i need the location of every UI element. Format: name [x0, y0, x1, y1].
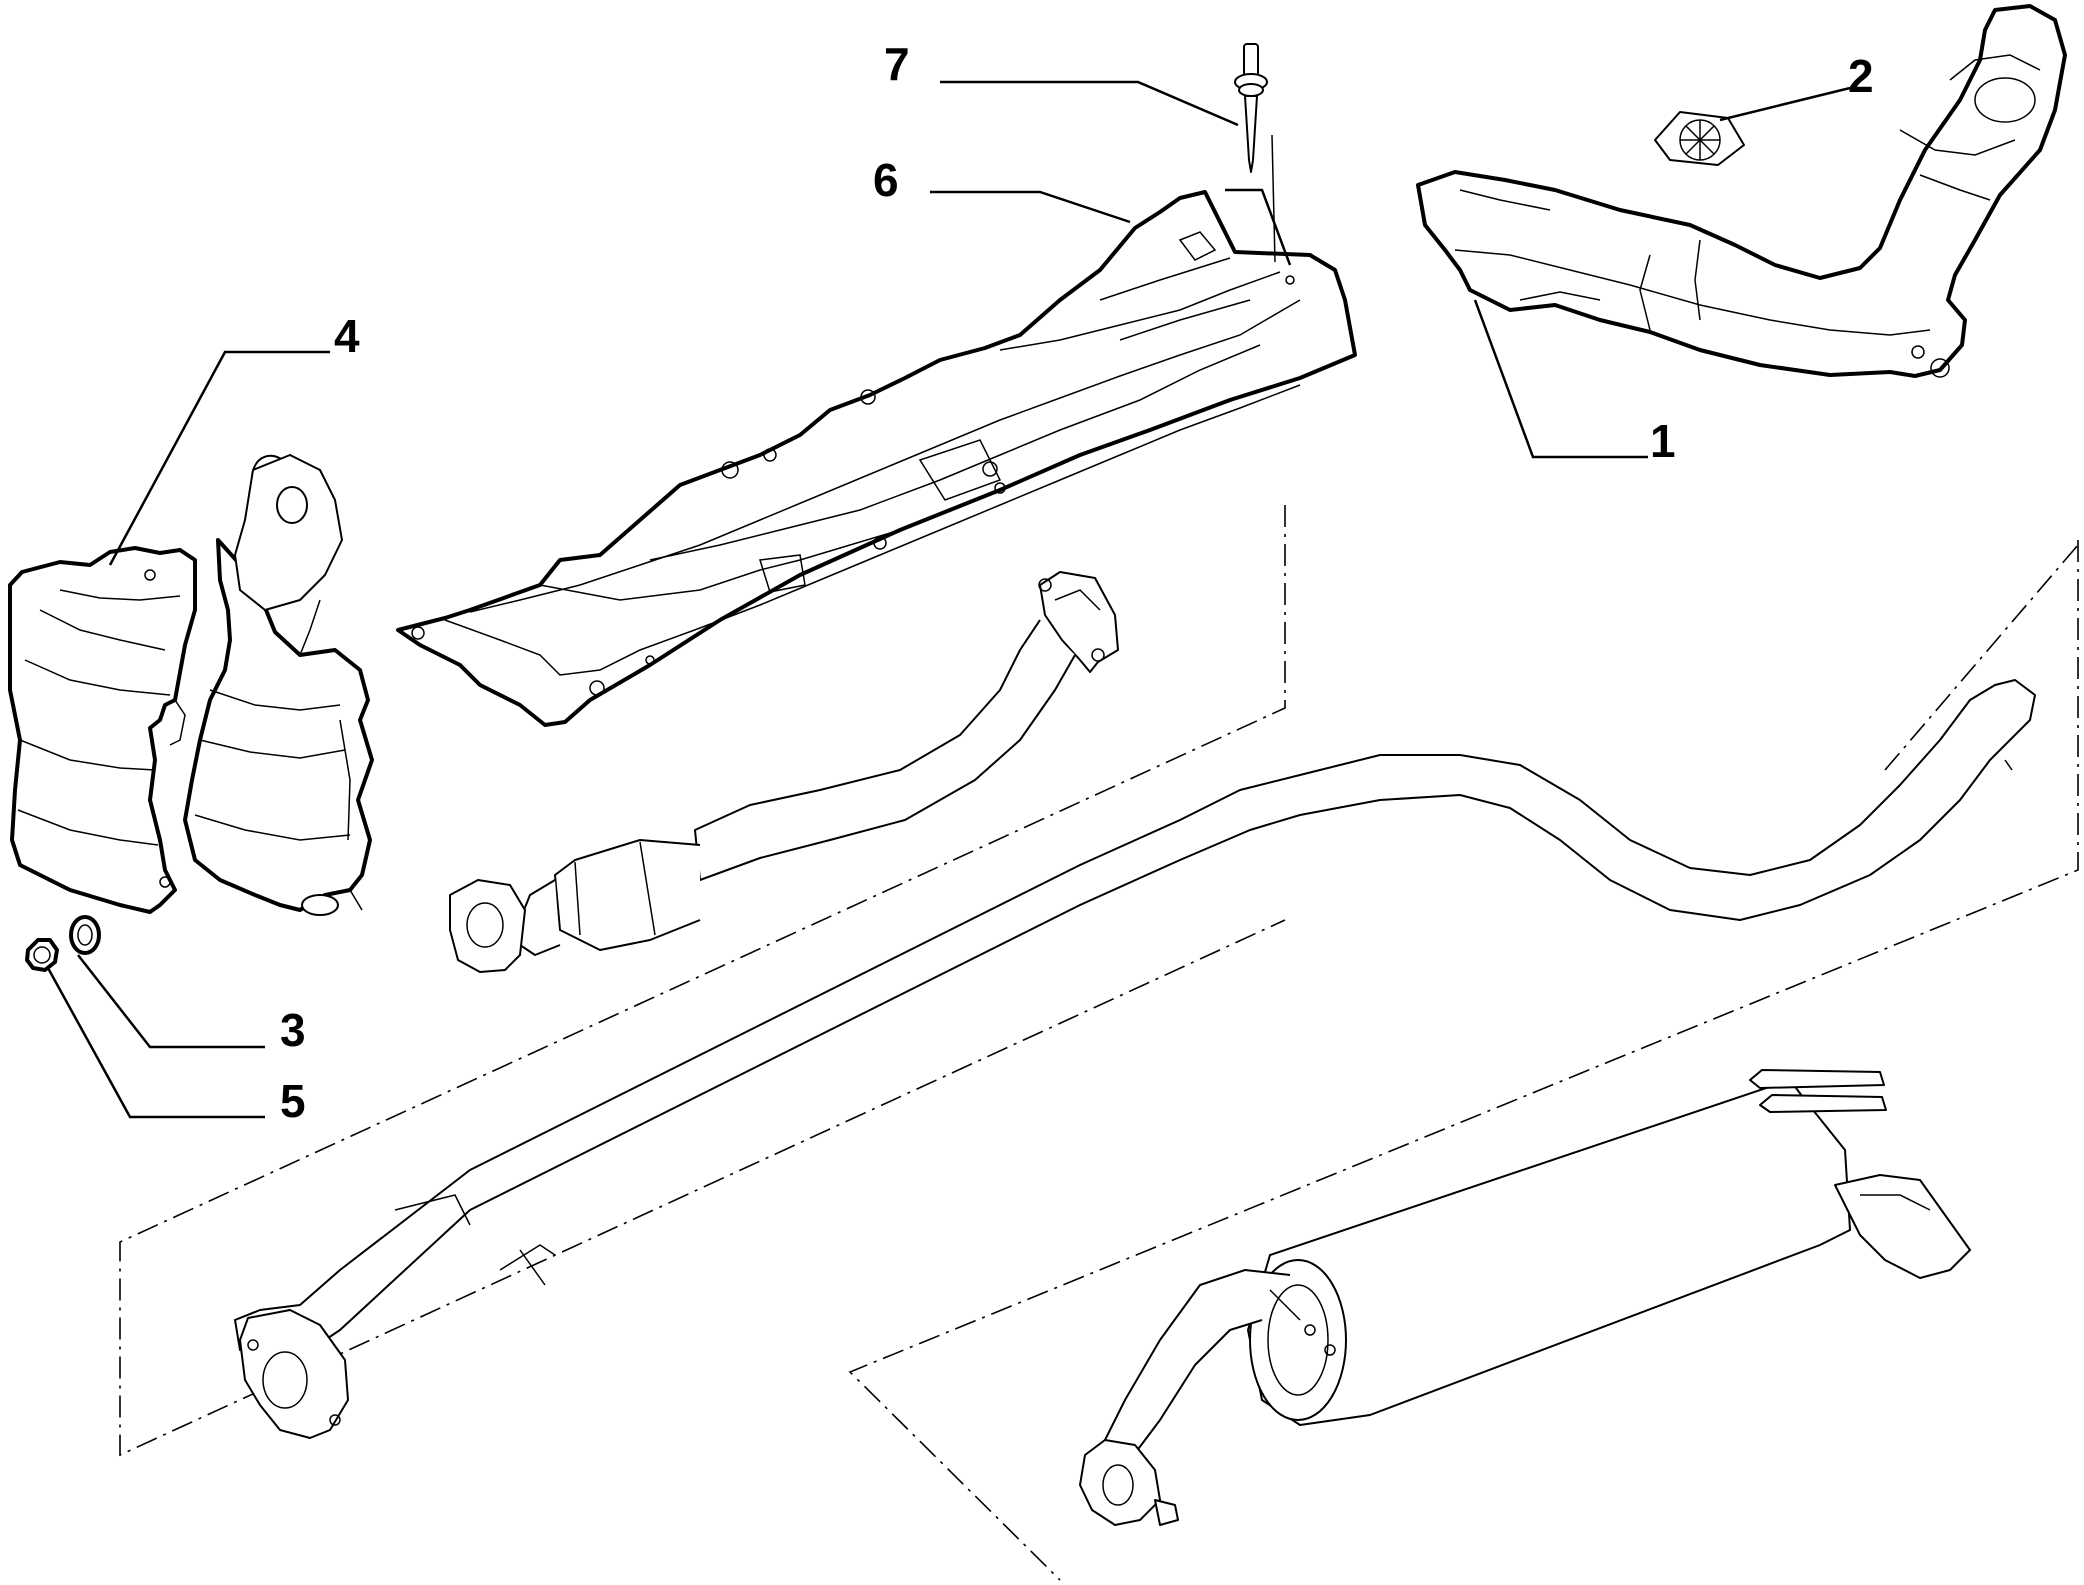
leader-line-6	[930, 190, 1131, 224]
nut-and-washer	[25, 915, 101, 972]
front-exhaust-pipe	[449, 571, 1119, 973]
callout-6: 6	[873, 154, 899, 206]
leader-line-3	[77, 954, 265, 1049]
shield-fastener-pin	[1234, 43, 1276, 263]
catalyst-heat-shield	[8, 546, 197, 914]
leader-line-2	[1719, 86, 1851, 122]
leader-line-7b	[1225, 188, 1292, 266]
callout-4: 4	[334, 310, 360, 362]
group-boundary-lines	[119, 505, 2079, 1581]
catalytic-converter	[183, 454, 374, 916]
callout-3: 3	[280, 1004, 306, 1056]
manifold-heat-shield	[1416, 4, 2067, 378]
callout-7: 7	[884, 38, 910, 90]
callout-labels: 1 2 3 4 5 6 7	[280, 38, 1874, 1127]
leader-lines	[46, 80, 1851, 1119]
leader-line-1	[1473, 299, 1648, 459]
callout-1: 1	[1650, 415, 1676, 467]
leader-line-7	[940, 80, 1239, 127]
callout-5: 5	[280, 1075, 306, 1127]
grommet-clip	[1654, 111, 1745, 166]
leader-line-5	[46, 967, 265, 1119]
leader-line-4	[108, 350, 330, 566]
intermediate-pipe	[234, 679, 2036, 1439]
rear-muffler	[1079, 1069, 1971, 1526]
callout-2: 2	[1848, 50, 1874, 102]
underbody-heat-shield	[396, 190, 1357, 727]
